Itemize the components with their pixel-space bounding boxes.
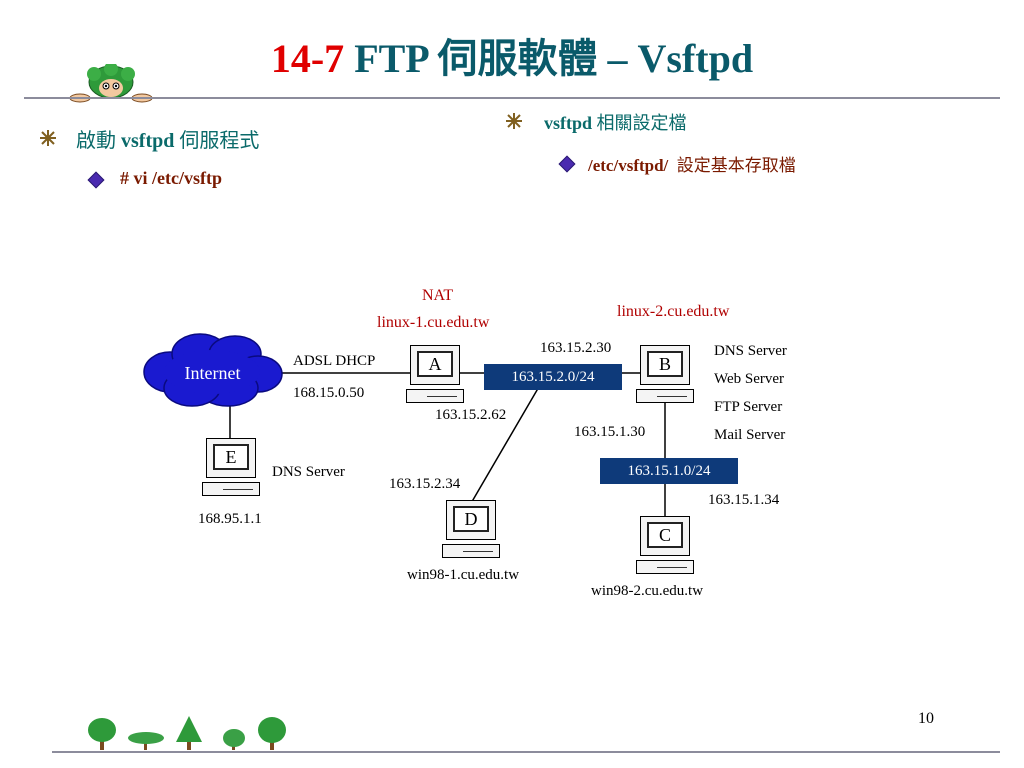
ip-a-net1: 163.15.2.62 [435, 407, 507, 423]
ip-d: 163.15.2.34 [389, 476, 461, 492]
e-role: DNS Server [272, 464, 345, 480]
right-sub-bullet-1-cn: 設定基本存取檔 [668, 156, 796, 175]
nat-label: NAT [422, 287, 454, 304]
slide-title: 14-7 FTP 伺服軟體 – Vsftpd [0, 26, 1024, 84]
d-name: win98-1.cu.edu.tw [407, 567, 520, 583]
right-bullet-1-en: vsftpd [544, 113, 597, 133]
left-bullet-1-cn2: 伺服程式 [179, 130, 260, 152]
e-ip: 168.95.1.1 [198, 511, 262, 527]
left-bullet-1-cn: 啟動 [76, 130, 116, 152]
b-service-mail: Mail Server [714, 427, 786, 443]
b-service-web: Web Server [714, 371, 785, 387]
network-box-2: 163.15.1.0/24 [600, 458, 738, 484]
right-bullet-1: vsftpd 相關設定檔 [544, 109, 687, 135]
adsl-ip: 168.15.0.50 [293, 385, 365, 401]
ip-c: 163.15.1.34 [708, 492, 780, 508]
page-number: 10 [918, 710, 934, 727]
c-name: win98-2.cu.edu.tw [591, 583, 704, 599]
pc-e: E [202, 438, 260, 500]
right-bullet-1-cn: 相關設定檔 [596, 113, 687, 133]
mascot-icon [69, 64, 153, 103]
pc-b-label: B [647, 351, 683, 377]
title-text: FTP 伺服軟體 – Vsftpd [344, 36, 754, 81]
pc-c-label: C [647, 522, 683, 548]
pc-e-label: E [213, 444, 249, 470]
internet-cloud-icon [143, 333, 283, 407]
left-sub-bullet-1: # vi /etc/vsftp [120, 168, 222, 188]
title-divider [24, 97, 1000, 99]
title-number: 14-7 [270, 36, 345, 81]
pc-c: C [636, 516, 694, 578]
left-bullet-1-en: vsftpd [116, 130, 180, 152]
trees-decoration-icon [88, 716, 286, 750]
left-bullet-1: 啟動 vsftpd 伺服程式 [76, 124, 259, 153]
link-net1-d [469, 384, 541, 506]
host-a-name: linux-1.cu.edu.tw [377, 314, 490, 331]
pc-d-label: D [453, 506, 489, 532]
pc-b: B [636, 345, 694, 407]
adsl-label: ADSL DHCP [293, 353, 376, 369]
star-bullet-icon [506, 113, 522, 129]
ip-b-net1: 163.15.2.30 [540, 340, 612, 356]
b-service-ftp: FTP Server [714, 399, 783, 415]
network-box-1: 163.15.2.0/24 [484, 364, 622, 390]
pc-d: D [442, 500, 500, 562]
right-sub-bullet-1: /etc/vsftpd/ 設定基本存取檔 [588, 151, 796, 176]
host-b-name: linux-2.cu.edu.tw [617, 303, 730, 320]
star-bullet-icon [40, 130, 56, 146]
footer-divider [52, 751, 1000, 753]
right-sub-bullet-1-en: /etc/vsftpd/ [588, 156, 669, 175]
pc-a-label: A [417, 351, 453, 377]
b-service-dns: DNS Server [714, 343, 787, 359]
pc-a: A [406, 345, 464, 407]
ip-b-net2: 163.15.1.30 [574, 424, 646, 440]
internet-label: Internet [184, 363, 241, 383]
